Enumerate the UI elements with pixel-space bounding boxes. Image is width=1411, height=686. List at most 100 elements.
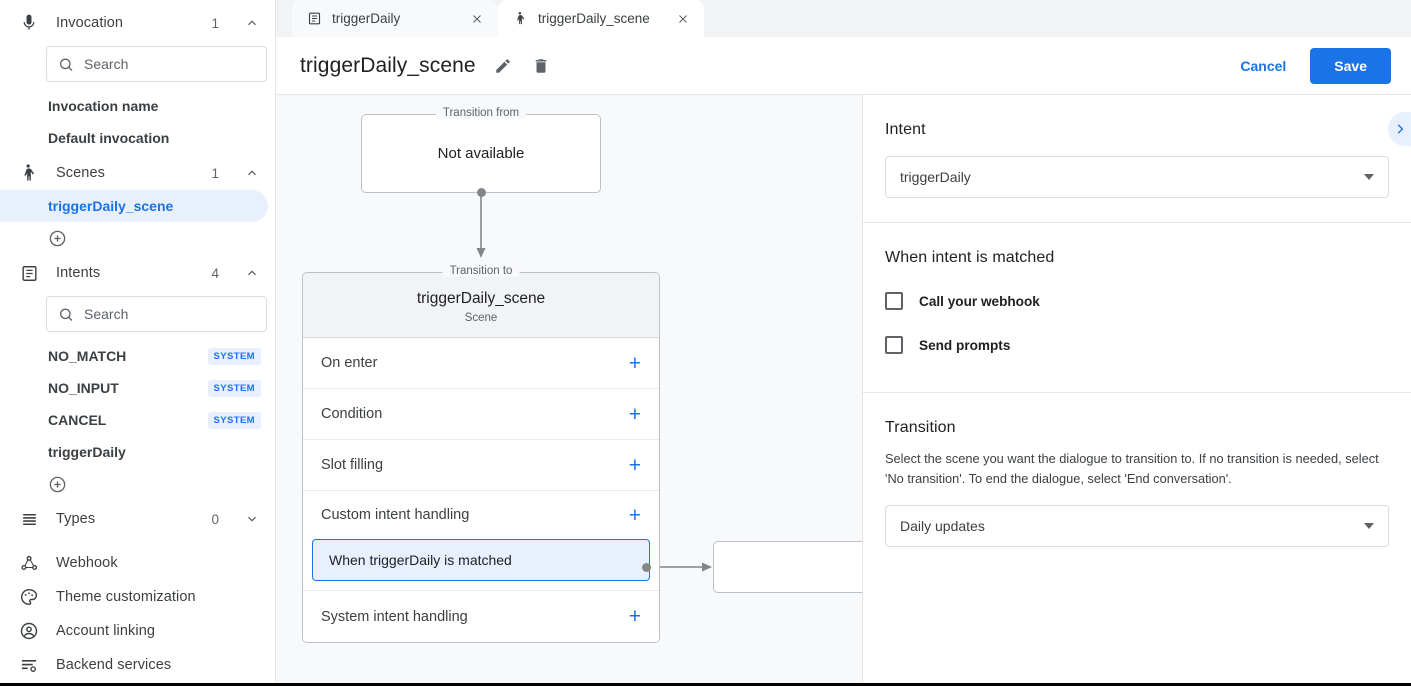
save-button[interactable]: Save: [1310, 47, 1391, 84]
intents-search-input[interactable]: [84, 306, 255, 322]
microphone-icon: [18, 12, 40, 34]
transition-from-node[interactable]: Transition from Not available: [361, 107, 601, 193]
sidebar-section-intents[interactable]: Intents 4: [0, 256, 275, 290]
scene-card-subtitle: Scene: [464, 312, 498, 324]
sidebar-item-default-invocation[interactable]: Default invocation: [0, 122, 275, 154]
tab-strip: triggerDaily triggerDaily_scene: [276, 0, 1411, 37]
sidebar-item-label: triggerDaily: [48, 444, 126, 460]
status-badge: SYSTEM: [207, 347, 261, 365]
scene-icon: [512, 11, 528, 27]
scene-row-slot-filling[interactable]: Slot filling +: [303, 440, 659, 491]
left-sidebar: Invocation 1 Invocation name Default inv…: [0, 0, 276, 686]
intent-handler-chip[interactable]: When triggerDaily is matched: [312, 539, 650, 581]
send-prompts-checkbox[interactable]: [885, 336, 903, 354]
transition-target-node[interactable]: Tr Dail: [713, 541, 862, 593]
close-icon[interactable]: [469, 11, 485, 27]
sidebar-item-no-match[interactable]: NO_MATCH SYSTEM: [0, 340, 275, 372]
scene-row-on-enter[interactable]: On enter +: [303, 338, 659, 389]
sidebar-item-label: Theme customization: [56, 589, 196, 605]
chevron-up-icon[interactable]: [245, 166, 259, 180]
scene-row-condition[interactable]: Condition +: [303, 389, 659, 440]
transition-target-value: Dail: [714, 542, 862, 592]
plus-circle-icon: [49, 230, 66, 246]
sidebar-item-label: triggerDaily_scene: [48, 198, 174, 214]
sidebar-item-no-input[interactable]: NO_INPUT SYSTEM: [0, 372, 275, 404]
intent-heading: Intent: [885, 121, 926, 138]
add-on-enter-icon[interactable]: +: [628, 351, 641, 375]
tab-triggerdaily[interactable]: triggerDaily: [292, 0, 498, 37]
call-webhook-checkbox[interactable]: [885, 292, 903, 310]
tab-label: triggerDaily_scene: [538, 11, 650, 26]
sidebar-item-triggerdaily[interactable]: triggerDaily: [0, 436, 275, 468]
add-scene-button[interactable]: [0, 222, 275, 254]
sidebar-section-invocation[interactable]: Invocation 1: [0, 6, 275, 40]
connector-dot-handler: [642, 563, 651, 572]
invocation-search-box[interactable]: [46, 46, 267, 82]
transition-select[interactable]: Daily updates: [885, 504, 1389, 547]
status-badge: SYSTEM: [207, 379, 261, 397]
sidebar-item-label: Default invocation: [48, 130, 170, 146]
search-icon: [59, 58, 73, 71]
chevron-up-icon[interactable]: [245, 16, 259, 30]
right-properties-panel: Intent triggerDaily When intent is match…: [863, 95, 1411, 686]
sidebar-item-backend-services[interactable]: Backend services: [0, 648, 275, 682]
intents-search-box[interactable]: [46, 296, 267, 332]
sidebar-section-scenes[interactable]: Scenes 1: [0, 156, 275, 190]
sidebar-section-count: 4: [211, 265, 219, 281]
add-intent-button[interactable]: [0, 468, 275, 500]
sidebar-item-label: Account linking: [56, 623, 156, 639]
add-system-intent-handling-icon[interactable]: +: [628, 605, 641, 628]
add-custom-intent-handling-icon[interactable]: +: [628, 503, 641, 527]
trash-icon[interactable]: [530, 55, 552, 77]
send-prompts-checkbox-row[interactable]: Send prompts: [885, 328, 1389, 362]
chevron-down-icon[interactable]: [245, 512, 259, 526]
sidebar-section-count: 1: [211, 165, 219, 181]
invocation-search-input[interactable]: [84, 56, 255, 72]
scene-card: Transition to triggerDaily_scene Scene O…: [302, 265, 660, 643]
sidebar-item-account-linking[interactable]: Account linking: [0, 614, 275, 648]
add-slot-filling-icon[interactable]: +: [628, 453, 641, 477]
add-condition-icon[interactable]: +: [628, 402, 641, 426]
sidebar-item-cancel[interactable]: CANCEL SYSTEM: [0, 404, 275, 436]
sidebar-item-triggerdaily-scene[interactable]: triggerDaily_scene: [0, 190, 268, 222]
scene-graph-canvas[interactable]: Transition from Not available Transition…: [276, 95, 863, 686]
sidebar-item-label: Backend services: [56, 657, 172, 673]
chevron-up-icon[interactable]: [245, 266, 259, 280]
page-title: triggerDaily_scene: [300, 53, 476, 77]
cancel-button[interactable]: Cancel: [1226, 49, 1300, 83]
sidebar-item-invocation-name[interactable]: Invocation name: [0, 90, 275, 122]
sidebar-section-count: 0: [211, 511, 219, 527]
scenes-icon: [18, 162, 40, 184]
transition-to-legend: Transition to: [442, 265, 520, 277]
transition-heading: Transition: [885, 419, 956, 436]
chevron-right-icon: [1397, 124, 1403, 134]
webhook-icon: [18, 552, 40, 574]
scene-row-system-intent-handling[interactable]: System intent handling +: [303, 591, 659, 642]
sidebar-section-label: Types: [56, 511, 96, 527]
transition-section: Transition Select the scene you want the…: [863, 393, 1411, 571]
backend-services-icon: [18, 654, 40, 676]
search-icon: [59, 308, 73, 321]
sidebar-item-theme-customization[interactable]: Theme customization: [0, 580, 275, 614]
custom-intent-handler-wrapper: When triggerDaily is matched: [303, 539, 659, 591]
chevron-down-icon: [1364, 174, 1374, 180]
send-prompts-label: Send prompts: [919, 337, 1011, 353]
scene-row-label: System intent handling: [321, 608, 468, 625]
pencil-icon[interactable]: [492, 55, 514, 77]
sidebar-section-types[interactable]: Types 0: [0, 502, 275, 536]
scene-card-header: triggerDaily_scene Scene: [303, 273, 659, 338]
content-split: Transition from Not available Transition…: [276, 95, 1411, 686]
sidebar-item-webhook[interactable]: Webhook: [0, 546, 275, 580]
close-icon[interactable]: [675, 11, 691, 27]
scene-row-custom-intent-handling[interactable]: Custom intent handling +: [303, 491, 659, 539]
transition-description: Select the scene you want the dialogue t…: [885, 451, 1379, 486]
collapse-panel-button[interactable]: [1388, 112, 1411, 146]
sidebar-item-label: CANCEL: [48, 412, 107, 428]
sidebar-item-label: Webhook: [56, 555, 118, 571]
call-webhook-checkbox-row[interactable]: Call your webhook: [885, 284, 1389, 318]
plus-circle-icon: [49, 476, 66, 492]
tab-triggerdaily-scene[interactable]: triggerDaily_scene: [498, 0, 704, 37]
intent-select[interactable]: triggerDaily: [885, 156, 1389, 198]
call-webhook-label: Call your webhook: [919, 293, 1040, 309]
when-intent-matched-section: When intent is matched Call your webhook…: [863, 223, 1411, 393]
